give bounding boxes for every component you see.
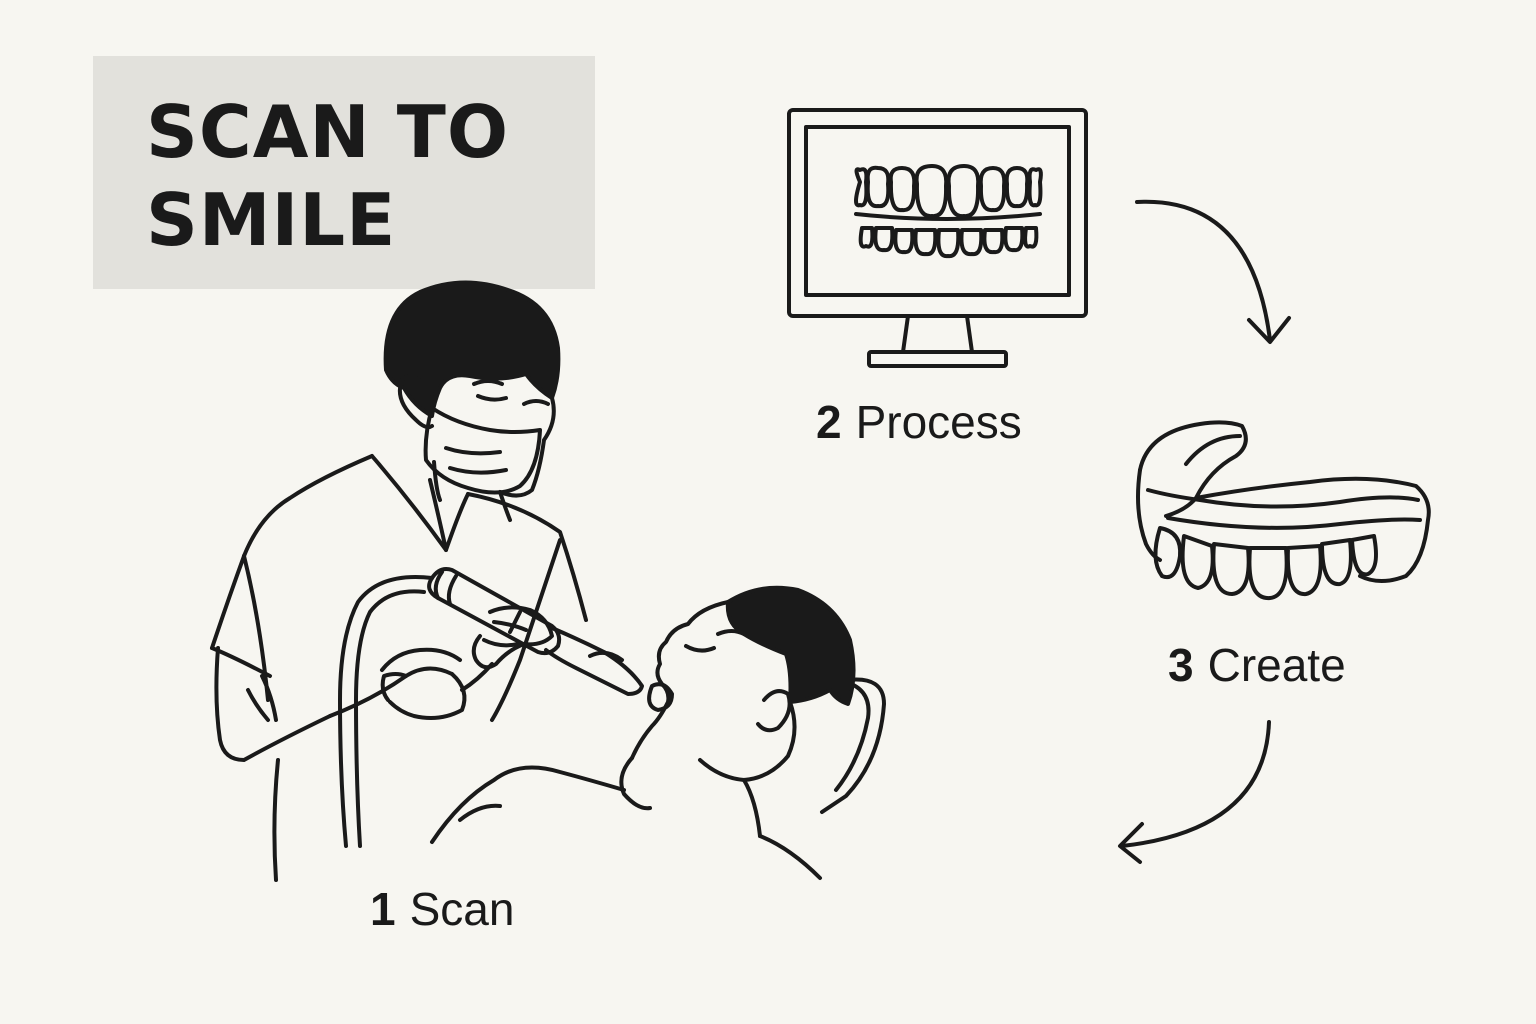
arrow-icon — [1137, 202, 1289, 342]
title-line-2: SMILE — [146, 178, 397, 262]
monitor-teeth-icon — [789, 110, 1086, 366]
intraoral-scanner-icon — [340, 569, 642, 846]
step-label: Scan — [409, 883, 515, 935]
step-number: 2 — [816, 396, 842, 448]
title-box — [93, 56, 595, 289]
step-label: Process — [855, 396, 1022, 448]
title-line-1: SCAN TO — [146, 90, 510, 174]
clear-aligner-icon — [1138, 422, 1429, 598]
step-number: 1 — [370, 883, 396, 935]
patient-illustration — [432, 588, 884, 878]
arrow-icon — [1120, 722, 1269, 862]
step-number: 3 — [1168, 639, 1194, 691]
dentist-illustration — [212, 282, 586, 880]
step-label: Create — [1207, 639, 1346, 691]
